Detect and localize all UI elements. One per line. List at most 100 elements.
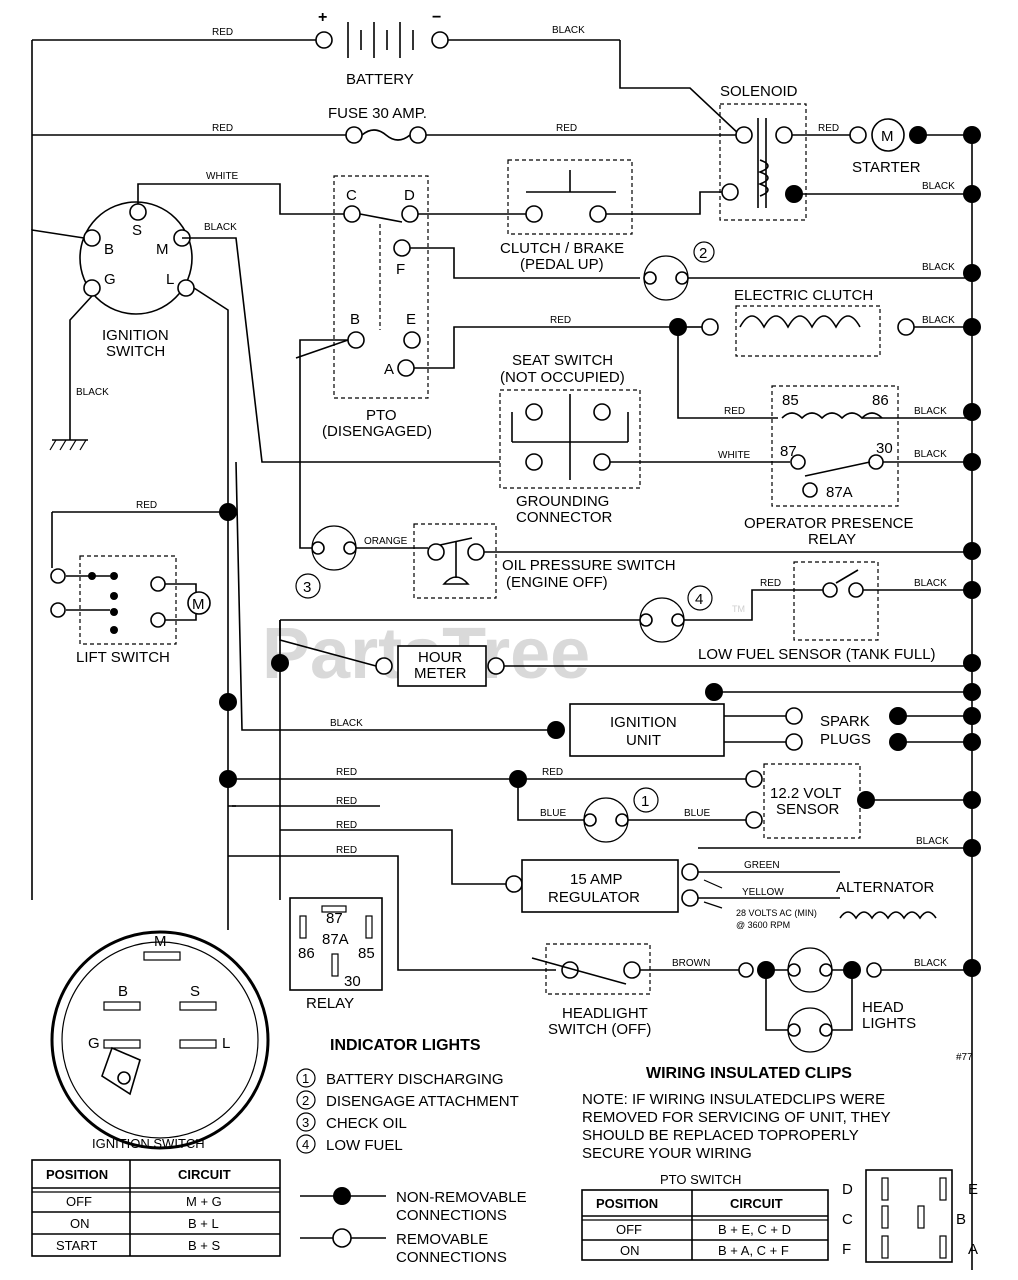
wire-label-black: BLACK <box>922 315 955 326</box>
ign-th-position: POSITION <box>46 1167 108 1182</box>
opr-label-2: RELAY <box>808 531 856 548</box>
relay-term-30: 30 <box>344 973 361 990</box>
indicator-item: CHECK OIL <box>326 1115 407 1132</box>
wire-label-red: RED <box>760 578 781 589</box>
legend-non-removable-2: CONNECTIONS <box>396 1207 507 1224</box>
relay-term-87a: 87A <box>322 931 349 948</box>
wire-label-red: RED <box>542 767 563 778</box>
regulator: 15 AMP REGULATOR <box>521 859 679 913</box>
pto-td: OFF <box>616 1222 642 1237</box>
electric-clutch: ELECTRIC CLUTCH <box>701 287 915 357</box>
wiring-clips-note: WIRING INSULATED CLIPS NOTE: IF WIRING I… <box>582 1065 891 1162</box>
clutch-brake-switch: CLUTCH / BRAKE (PEDAL UP) <box>500 159 633 273</box>
page-mark: #77 <box>956 1052 973 1063</box>
ign-term-m: M <box>156 241 169 258</box>
hour-meter-label-2: METER <box>414 665 467 682</box>
ign-term-s: S <box>132 222 142 239</box>
alternator-note-2: @ 3600 RPM <box>736 920 790 930</box>
headlight-switch-label-1: HEADLIGHT <box>562 1005 648 1022</box>
indicator-lamp-4: 4 <box>639 585 713 643</box>
wire-label-red: RED <box>336 820 357 831</box>
starter-m: M <box>881 128 894 145</box>
pto-label-1: PTO <box>366 407 397 424</box>
solenoid: SOLENOID <box>719 83 807 221</box>
ign-td: OFF <box>66 1194 92 1209</box>
lift-motor-m: M <box>192 596 205 613</box>
wire-label-red: RED <box>212 123 233 134</box>
ignition-unit: IGNITION UNIT SPARK PLUGS <box>569 703 907 757</box>
wire-label-black: BLACK <box>916 836 949 847</box>
battery: + − BATTERY <box>32 9 620 88</box>
ignition-table: POSITION CIRCUIT OFF M + G ON B + L STAR… <box>31 1159 281 1257</box>
low-fuel-label: LOW FUEL SENSOR (TANK FULL) <box>698 646 936 663</box>
relay-term-85: 85 <box>358 945 375 962</box>
face-term-s: S <box>190 983 200 1000</box>
seat-switch: SEAT SWITCH (NOT OCCUPIED) GROUNDING CON… <box>499 352 641 526</box>
ground-rail-dots <box>963 126 981 977</box>
alternator: ALTERNATOR 28 VOLTS AC (MIN) @ 3600 RPM <box>703 879 937 930</box>
ground-symbol-icon <box>49 439 88 451</box>
indicator-lamp-3: 3 <box>295 525 357 599</box>
grounding-label-2: CONNECTOR <box>516 509 613 526</box>
pto-face-b: B <box>956 1211 966 1228</box>
ign-term-b: B <box>104 241 114 258</box>
legend-non-removable-1: NON-REMOVABLE <box>396 1189 527 1206</box>
hour-meter-label-1: HOUR <box>418 649 462 666</box>
pto-face-d: D <box>842 1181 853 1198</box>
clutch-label-1: CLUTCH / BRAKE <box>500 240 624 257</box>
solenoid-label: SOLENOID <box>720 83 798 100</box>
oil-label-2: (ENGINE OFF) <box>506 574 608 591</box>
wire-label-red: RED <box>336 767 357 778</box>
wire-label-green: GREEN <box>744 860 780 871</box>
wiring-clips-title: WIRING INSULATED CLIPS <box>646 1065 852 1082</box>
wire-label-red: RED <box>212 27 233 38</box>
pto-face-f: F <box>842 1241 851 1258</box>
ign-td: M + G <box>186 1194 222 1209</box>
wire-label-red: RED <box>336 845 357 856</box>
pto-td: ON <box>620 1243 640 1258</box>
indicator-num: 1 <box>302 1071 309 1086</box>
indicator-lamp-2: 2 <box>643 241 715 301</box>
opr-term-87: 87 <box>780 443 797 460</box>
ign-td: B + L <box>188 1216 219 1231</box>
indicator-lights-title: INDICATOR LIGHTS <box>330 1037 481 1054</box>
wire-label-red: RED <box>556 123 577 134</box>
indicator-lamp-1: 1 <box>583 787 659 843</box>
alternator-label: ALTERNATOR <box>836 879 935 896</box>
wire-label-blue: BLUE <box>540 808 566 819</box>
wire-label-red: RED <box>550 315 571 326</box>
opr-term-30: 30 <box>876 440 893 457</box>
relay-term-86: 86 <box>298 945 315 962</box>
ign-td: START <box>56 1238 97 1253</box>
oil-pressure-switch: OIL PRESSURE SWITCH (ENGINE OFF) <box>413 523 676 599</box>
pto-switch: C D F B E A PTO (DISENGAGED) <box>295 175 432 440</box>
starter-motor <box>871 118 905 152</box>
wire-label-white: WHITE <box>206 171 239 182</box>
operator-presence-relay: 85 86 87 30 87A OPERATOR PRESENCE RELAY <box>744 385 913 548</box>
ignition-switch-face: M B S G L <box>50 930 270 1150</box>
regulator-label-2: REGULATOR <box>548 889 640 906</box>
volt-sensor: 12.2 VOLT SENSOR <box>763 763 861 839</box>
pto-term-d: D <box>404 187 415 204</box>
headlight-switch-label-2: SWITCH (OFF) <box>548 1021 651 1038</box>
seat-switch-label-1: SEAT SWITCH <box>512 352 613 369</box>
battery-label: BATTERY <box>346 71 414 88</box>
face-term-m: M <box>154 933 167 950</box>
pto-label-2: (DISENGAGED) <box>322 423 432 440</box>
pto-term-c: C <box>346 187 357 204</box>
head-lights: HEAD LIGHTS <box>765 947 916 1053</box>
wire-label-red: RED <box>724 406 745 417</box>
pto-term-e: E <box>406 311 416 328</box>
wire-label-black: BLACK <box>76 387 109 398</box>
lamp-number-4: 4 <box>695 591 703 608</box>
lamp-number-2: 2 <box>699 245 707 262</box>
spark-plugs-label-2: PLUGS <box>820 731 871 748</box>
lamp-number-1: 1 <box>641 793 649 810</box>
wire-label-black: BLACK <box>914 449 947 460</box>
indicator-num: 4 <box>302 1137 309 1152</box>
wire-label-black: BLACK <box>914 578 947 589</box>
alternator-note-1: 28 VOLTS AC (MIN) <box>736 908 817 918</box>
lift-switch-label: LIFT SWITCH <box>76 649 170 666</box>
opr-label-1: OPERATOR PRESENCE <box>744 515 913 532</box>
starter-label: STARTER <box>852 159 921 176</box>
